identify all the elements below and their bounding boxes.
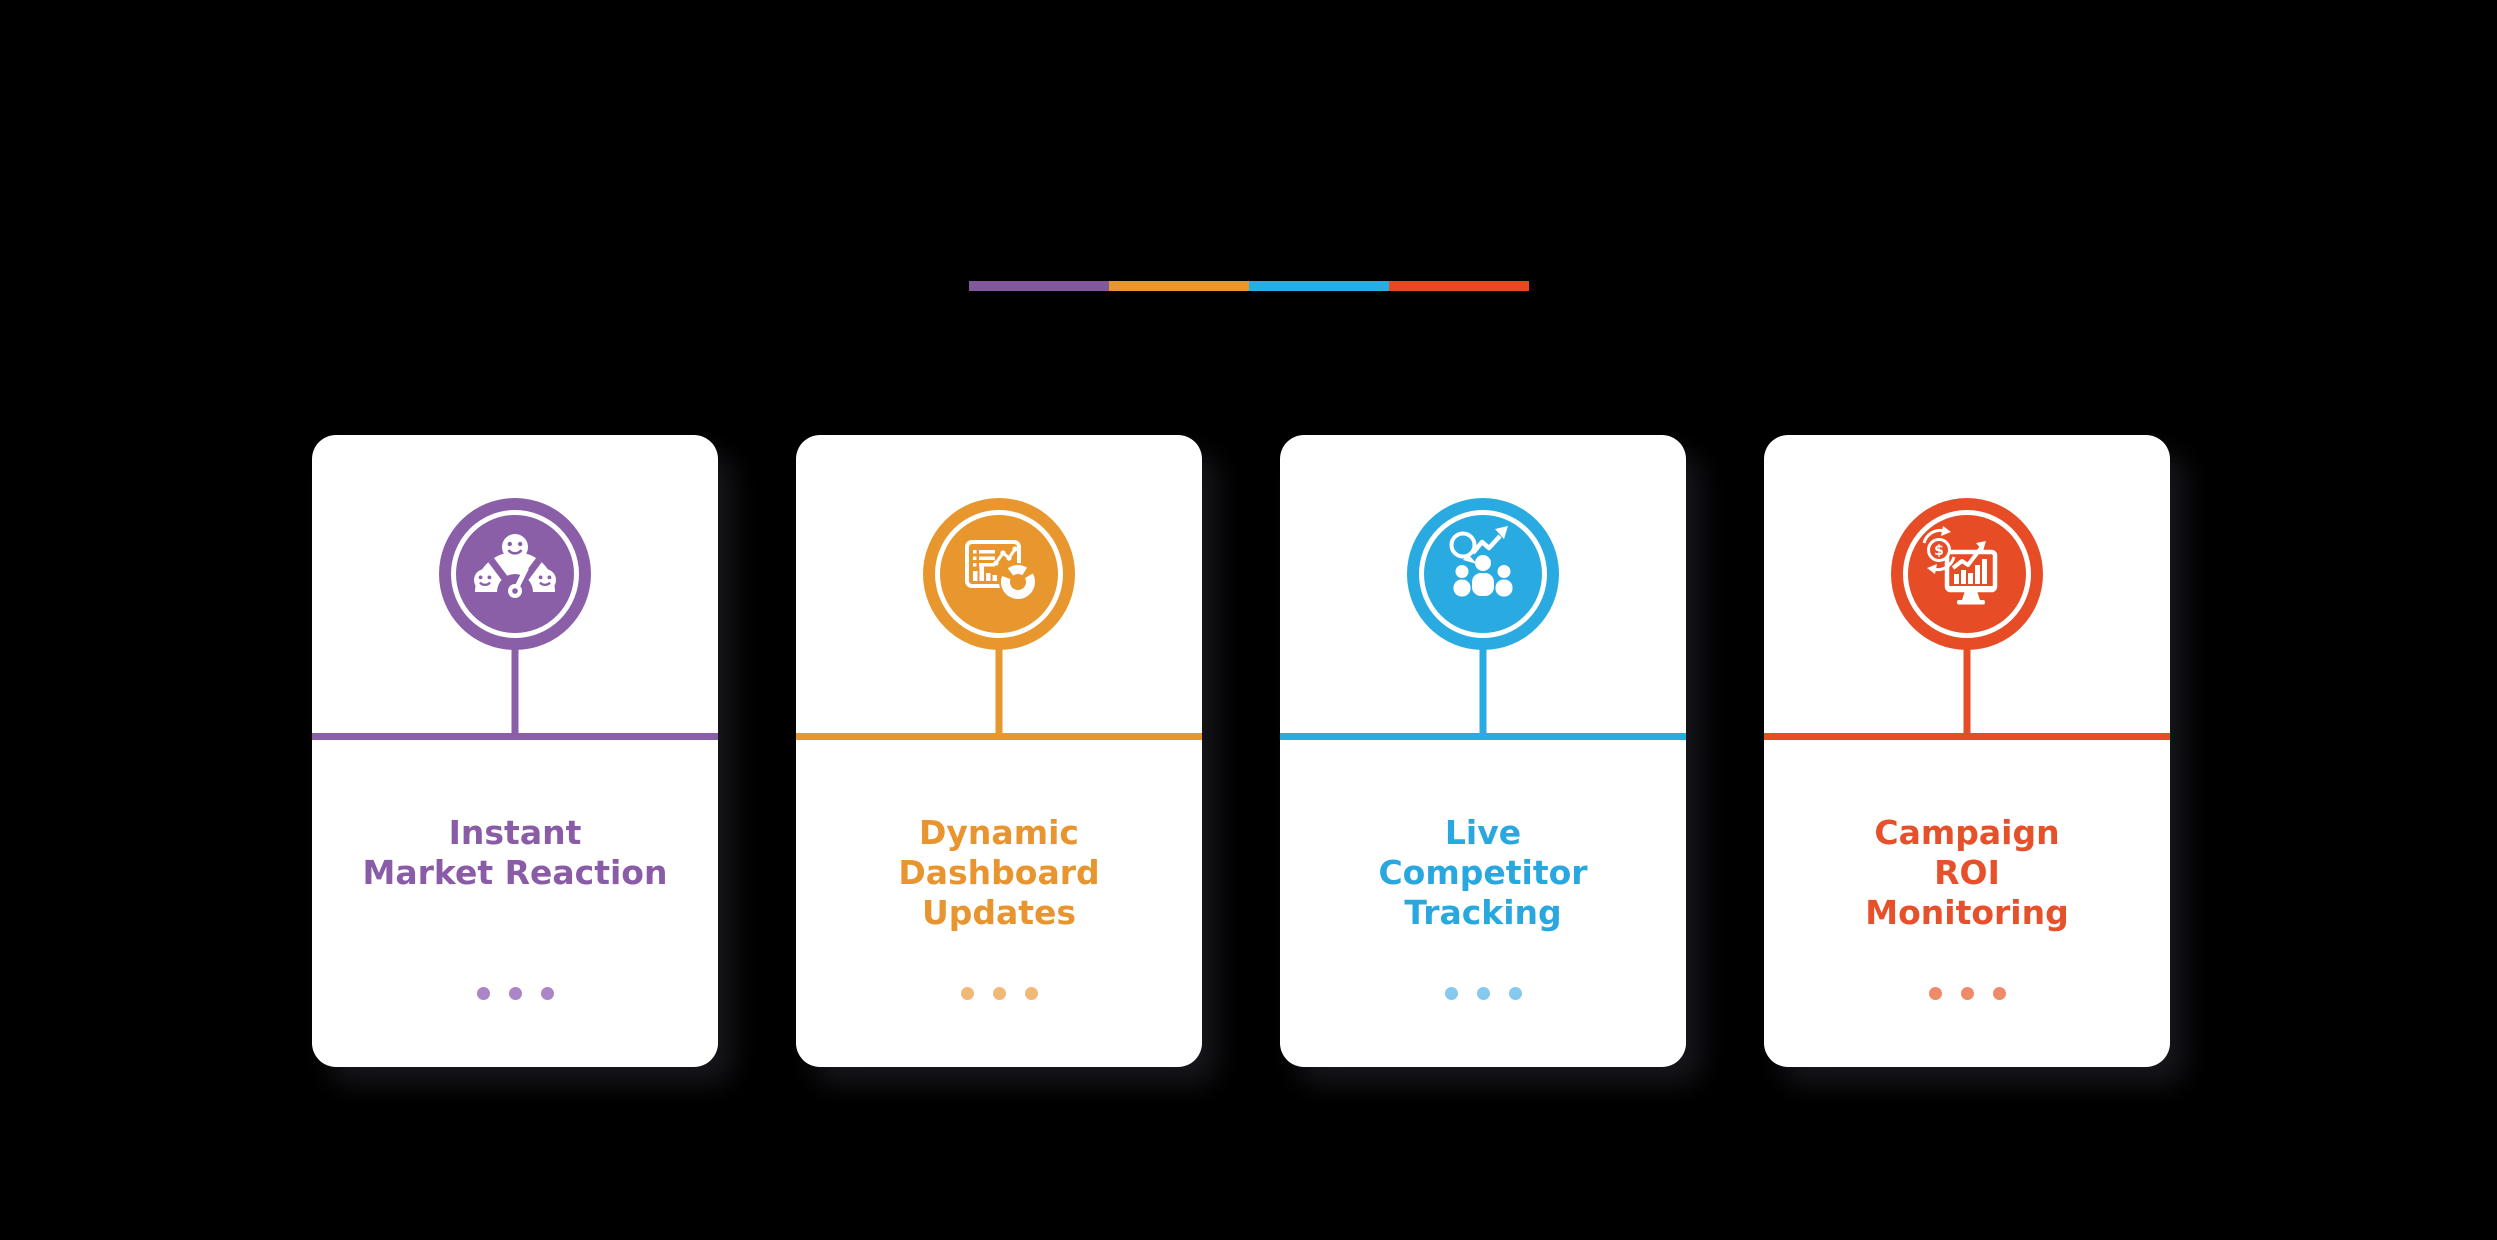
feature-card-dynamic-dashboard-updates: Dynamic Dashboard Updates <box>796 435 1202 1067</box>
connector-stem <box>1479 648 1487 735</box>
feature-card-instant-market-reaction: Instant Market Reaction <box>312 435 718 1067</box>
card-divider-line <box>796 733 1202 740</box>
dot <box>960 987 974 1000</box>
dot <box>540 987 554 1000</box>
dot <box>508 987 522 1000</box>
dashboard-analytics-icon <box>923 498 1075 650</box>
divider-segment-red <box>1389 281 1529 291</box>
dots-row <box>1280 987 1686 1000</box>
divider-segment-purple <box>969 281 1109 291</box>
feature-card-campaign-roi-monitoring: $ Campaign ROI Monitoring <box>1764 435 2170 1067</box>
card-divider-line <box>312 733 718 740</box>
divider-segment-blue <box>1249 281 1389 291</box>
card-title: Campaign ROI Monitoring <box>1865 813 2069 932</box>
dots-row <box>796 987 1202 1000</box>
sentiment-gauge-icon <box>439 498 591 650</box>
card-title: Live Competitor Tracking <box>1378 813 1588 932</box>
feature-cards-row: Instant Market Reaction <box>312 435 2170 1067</box>
divider-segment-orange <box>1109 281 1249 291</box>
roi-monitoring-icon: $ <box>1891 498 2043 650</box>
dots-row <box>312 987 718 1000</box>
connector-stem <box>995 648 1003 735</box>
connector-stem <box>511 648 519 735</box>
competitor-tracking-icon <box>1407 498 1559 650</box>
dot <box>476 987 490 1000</box>
card-divider-line <box>1764 733 2170 740</box>
dot <box>1444 987 1458 1000</box>
dot <box>992 987 1006 1000</box>
dot <box>1992 987 2006 1000</box>
card-divider-line <box>1280 733 1686 740</box>
dot <box>1024 987 1038 1000</box>
dot <box>1928 987 1942 1000</box>
svg-text:$: $ <box>1934 543 1944 559</box>
accent-divider-bar <box>969 281 1529 291</box>
connector-stem <box>1963 648 1971 735</box>
feature-card-live-competitor-tracking: Live Competitor Tracking <box>1280 435 1686 1067</box>
dot <box>1508 987 1522 1000</box>
dot <box>1960 987 1974 1000</box>
card-title: Dynamic Dashboard Updates <box>898 813 1100 932</box>
dot <box>1476 987 1490 1000</box>
dots-row <box>1764 987 2170 1000</box>
card-title: Instant Market Reaction <box>362 813 668 892</box>
